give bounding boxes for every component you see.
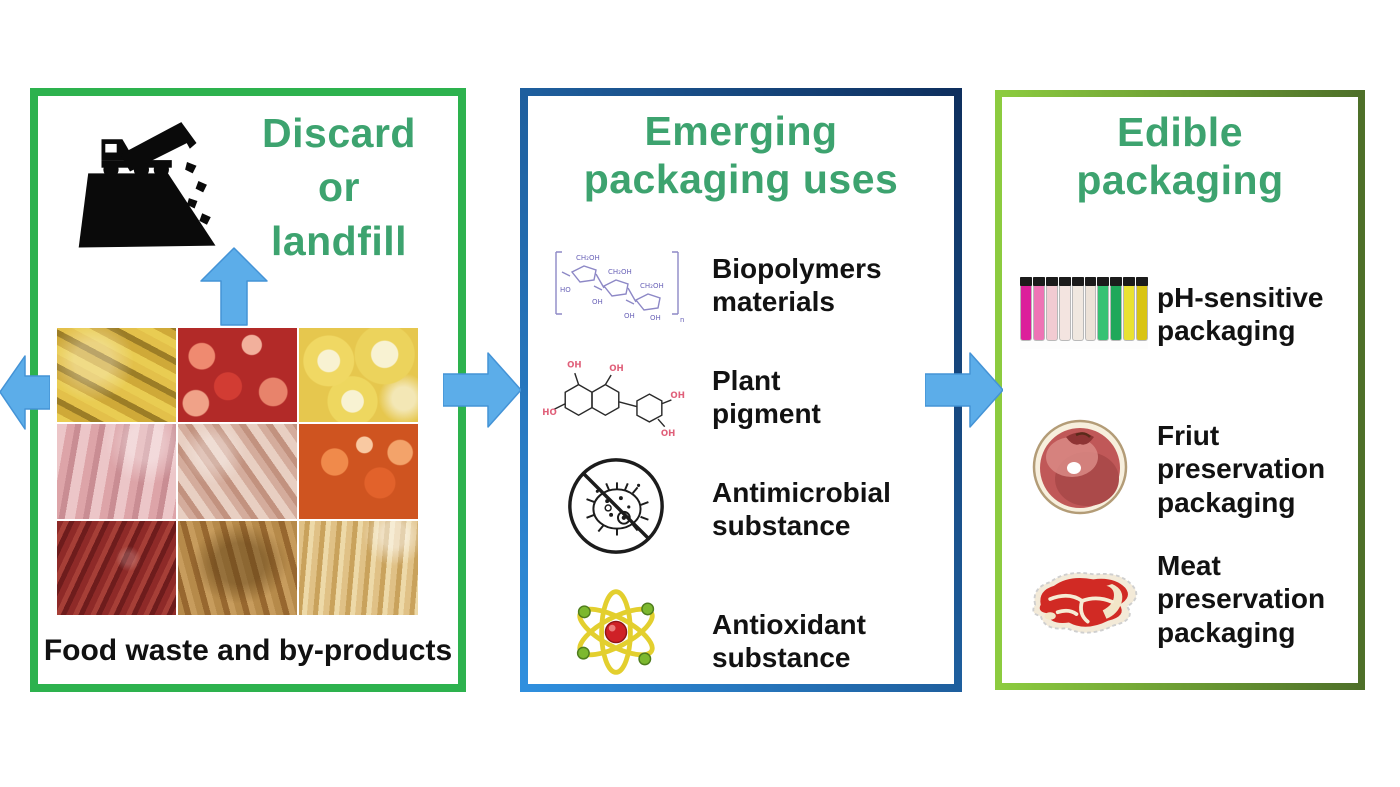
grid-cell-chicken-feet	[178, 424, 297, 519]
ph-test-tubes-icon	[1020, 277, 1149, 349]
flow-arrow-landfill-to-emerging-icon	[443, 348, 521, 432]
item-label-antimicrobial: Antimicrobial substance	[712, 477, 891, 542]
grid-cell-red-fruit-pomace	[178, 328, 297, 423]
svg-text:OH: OH	[567, 360, 582, 370]
svg-text:OH: OH	[624, 312, 635, 320]
test-tube	[1020, 277, 1032, 341]
grid-cell-banana-peels	[57, 328, 176, 423]
up-arrow-icon	[198, 246, 270, 326]
item-label-fruit-preservation: Friut preservation packaging	[1157, 420, 1326, 518]
test-tube	[1123, 277, 1136, 341]
panel-title-edible-packaging: Edible packaging	[1076, 109, 1284, 203]
test-tube	[1071, 277, 1084, 341]
grid-cell-wheat-ears	[178, 520, 297, 615]
flow-arrow-emerging-to-edible-icon	[925, 348, 1003, 432]
svg-text:OH: OH	[609, 364, 624, 374]
test-tube	[1097, 277, 1110, 341]
test-tube	[1045, 277, 1058, 341]
test-tube	[1136, 277, 1149, 341]
panel-title-discard-landfill: Discard or landfill	[262, 110, 416, 265]
item-label-antioxidant: Antioxidant substance	[712, 609, 866, 674]
grid-cell-dried-chili	[57, 520, 176, 615]
svg-text:OH: OH	[592, 298, 603, 306]
svg-text:CH₂OH: CH₂OH	[608, 268, 632, 276]
grid-cell-pork-skin	[57, 424, 176, 519]
svg-text:OH: OH	[670, 391, 685, 401]
food-waste-caption: Food waste and by-products	[43, 634, 453, 667]
svg-text:OH: OH	[661, 429, 676, 439]
svg-text:CH₂OH: CH₂OH	[640, 282, 664, 290]
plant-pigment-structure-icon: OH OH HO OH OH	[542, 354, 686, 442]
panel-title-emerging-uses: Emerging packaging uses	[583, 108, 899, 202]
test-tube	[1110, 277, 1123, 341]
meat-steak-icon	[1022, 559, 1144, 641]
item-label-biopolymers: Biopolymers materials	[712, 253, 882, 318]
biopolymer-structure-icon: CH₂OH CH₂OH CH₂OH HO OH OH OH n	[542, 242, 694, 330]
svg-text:HO: HO	[542, 408, 557, 418]
test-tube	[1084, 277, 1097, 341]
antimicrobial-no-microbe-icon	[562, 452, 670, 560]
flow-arrow-left-icon	[0, 350, 50, 435]
apple-icon	[1030, 415, 1130, 515]
panel-edible-packaging: Edible packaging pH-sensitive packaging	[995, 90, 1365, 690]
grid-cell-citrus-peels	[299, 328, 418, 423]
test-tube	[1058, 277, 1071, 341]
food-waste-grid	[57, 328, 418, 615]
dump-truck-landfill-icon	[73, 110, 225, 252]
item-label-plant-pigment: Plant pigment	[712, 365, 821, 430]
test-tube	[1032, 277, 1045, 341]
grid-cell-straw-bran	[299, 520, 418, 615]
svg-text:n: n	[680, 316, 684, 324]
panel-discard-landfill: Discard or landfill Food waste and by-pr…	[30, 88, 466, 692]
svg-text:OH: OH	[650, 314, 661, 322]
item-label-meat-preservation: Meat preservation packaging	[1157, 550, 1326, 648]
antioxidant-atom-icon	[568, 584, 664, 680]
grid-cell-shrimp-shells	[299, 424, 418, 519]
panel-emerging-packaging-uses: Emerging packaging uses CH₂OH CH₂OH CH₂O…	[520, 88, 962, 692]
item-label-ph-sensitive: pH-sensitive packaging	[1157, 282, 1324, 347]
svg-text:HO: HO	[560, 286, 571, 294]
svg-text:CH₂OH: CH₂OH	[576, 254, 600, 262]
